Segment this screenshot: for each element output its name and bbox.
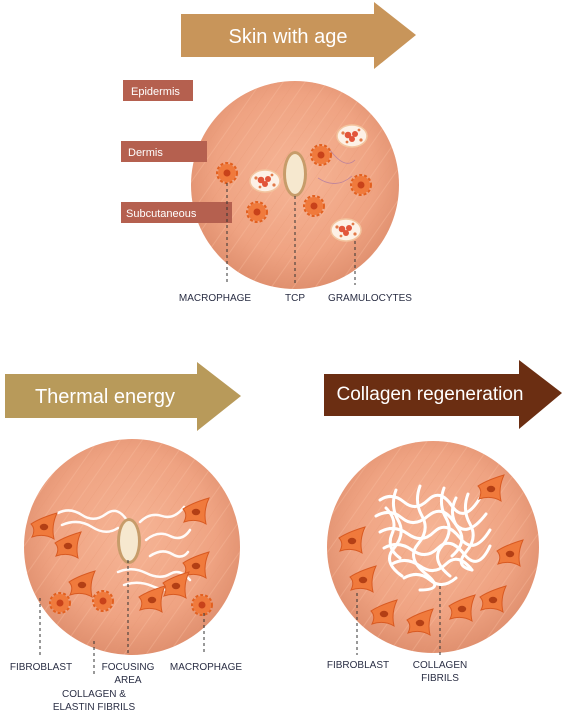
layer-epidermis-label: Epidermis (131, 86, 180, 98)
fibroblast-label: FIBROBLAST (10, 662, 72, 673)
layer-subcutaneous-label: Subcutaneous (126, 208, 197, 220)
collagen-elastin-label-line2: ELASTIN FIBRILS (53, 702, 136, 713)
arrow-collagen-regeneration: Collagen regeneration (324, 360, 562, 429)
layer-epidermis: Epidermis (123, 80, 193, 101)
tcp-icon (117, 518, 141, 564)
arrow-skin-with-age-label: Skin with age (229, 26, 348, 48)
arrow-thermal-energy: Thermal energy (5, 362, 241, 431)
layer-subcutaneous: Subcutaneous (121, 202, 232, 223)
collagen-elastin-label-line1: COLLAGEN & (62, 689, 126, 700)
focusing-area-label-line2: AREA (114, 675, 142, 686)
arrow-skin-with-age: Skin with age (181, 2, 416, 69)
thermal-energy-circle (24, 439, 240, 655)
fibroblast-label: FIBROBLAST (327, 660, 389, 671)
macrophage-label: MACROPHAGE (179, 293, 252, 304)
granulocyte-cell (336, 124, 368, 148)
macrophage-label: MACROPHAGE (170, 662, 243, 673)
skin-with-age-circle (191, 81, 399, 289)
granulocytes-label: GRAMULOCYTES (328, 293, 412, 304)
collagen-fibrils-label-line1: COLLAGEN (413, 660, 467, 671)
collagen-regeneration-circle (327, 441, 539, 653)
collagen-elastin-fibrils (56, 505, 192, 591)
tcp-label: TCP (285, 293, 305, 304)
layer-dermis-label: Dermis (128, 147, 163, 159)
granulocyte-cell (249, 169, 281, 193)
tcp-icon (283, 151, 307, 197)
granulocyte-cell (330, 218, 362, 242)
layer-dermis: Dermis (121, 141, 207, 162)
focusing-area-label-line1: FOCUSING (102, 662, 155, 673)
arrow-collagen-regeneration-label: Collagen regeneration (337, 384, 524, 405)
collagen-fibrils-mesh (374, 484, 492, 592)
arrow-thermal-energy-label: Thermal energy (35, 386, 175, 408)
collagen-fibrils-label-line2: FIBRILS (421, 673, 459, 684)
